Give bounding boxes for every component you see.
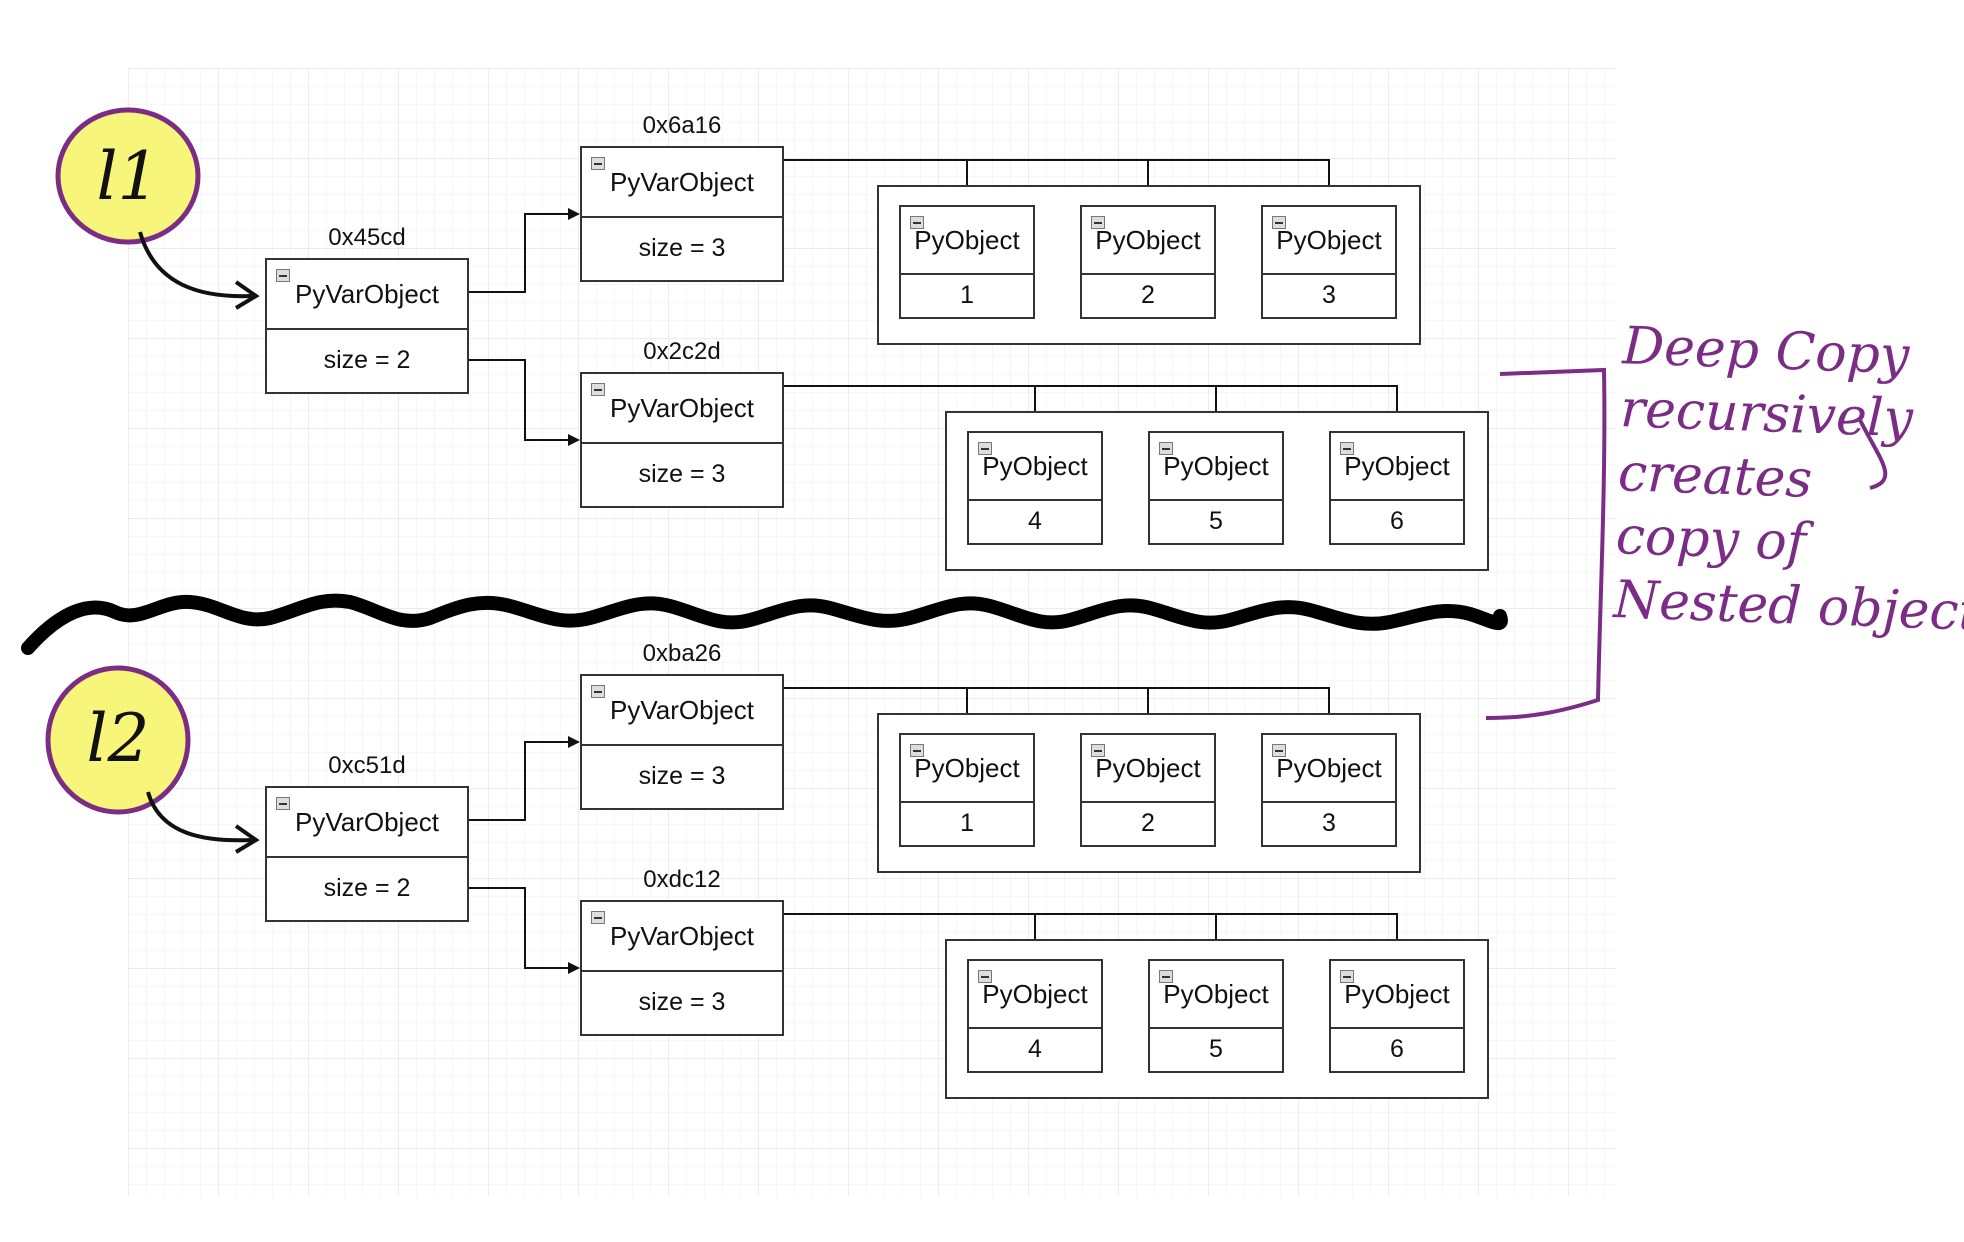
var-highlights	[45, 107, 201, 815]
inner-list-box: PyVarObject size = 3	[580, 900, 784, 1036]
annotation-bracket	[1485, 367, 1607, 720]
collapse-icon	[910, 744, 924, 757]
pyobject-box-value: 4	[1028, 1034, 1042, 1063]
address-label: 0x45cd	[328, 224, 406, 251]
collapse-icon	[1340, 442, 1354, 455]
collapse-icon	[1091, 744, 1105, 757]
pyobject-box-value: 6	[1390, 1034, 1404, 1063]
collapse-icon	[276, 269, 290, 282]
outer-list-box-value: size = 2	[323, 345, 411, 374]
collapse-icon	[591, 685, 605, 698]
collapse-icon	[910, 216, 924, 229]
pyobject-box-header: PyObject	[969, 433, 1101, 501]
pyobject-box: PyObject 6	[1329, 959, 1465, 1073]
pyobject-box-header: PyObject	[1082, 207, 1214, 275]
pyobject-box-value: 2	[1141, 808, 1155, 837]
pyobject-box-value: 6	[1390, 506, 1404, 535]
inner-list-box-value: size = 3	[638, 459, 726, 488]
highlight-l2	[45, 665, 191, 815]
collapse-icon	[276, 797, 290, 810]
connector-arrow	[469, 208, 580, 293]
outer-list-box: PyVarObject size = 2	[265, 258, 469, 394]
pyobject-box-header: PyObject	[969, 961, 1101, 1029]
pyobject-box-header: PyObject	[1150, 433, 1282, 501]
pyobject-box: PyObject 2	[1080, 205, 1216, 319]
collapse-icon	[1340, 970, 1354, 983]
pyobject-box-header: PyObject	[1331, 433, 1463, 501]
highlight-l1	[55, 107, 201, 245]
collapse-icon	[1272, 744, 1286, 757]
collapse-icon	[1091, 216, 1105, 229]
inner-list-box: PyVarObject size = 3	[580, 674, 784, 810]
address-label: 0xc51d	[328, 752, 406, 779]
inner-list-box-header: PyVarObject	[582, 676, 782, 746]
pyobject-box-value: 1	[960, 808, 974, 837]
pyobject-box-header: PyObject	[1331, 961, 1463, 1029]
pyobject-box-value: 5	[1209, 1034, 1223, 1063]
collapse-icon	[591, 157, 605, 170]
pyobject-box: PyObject 5	[1148, 959, 1284, 1073]
inner-list-box: PyVarObject size = 3	[580, 146, 784, 282]
pyobject-box: PyObject 3	[1261, 205, 1397, 319]
pyobject-box: PyObject 2	[1080, 733, 1216, 847]
inner-list-box-value: size = 3	[638, 987, 726, 1016]
collapse-icon	[1159, 970, 1173, 983]
outer-list-box-header: PyVarObject	[267, 260, 467, 330]
pyobject-box: PyObject 3	[1261, 733, 1397, 847]
outer-list-box-value: size = 2	[323, 873, 411, 902]
pyobject-box-header: PyObject	[901, 735, 1033, 803]
wavy-separator	[21, 593, 1508, 655]
annotation-flourish	[1858, 419, 1888, 490]
collapse-icon	[1272, 216, 1286, 229]
pyobject-box-header: PyObject	[1082, 735, 1214, 803]
pyobject-box: PyObject 5	[1148, 431, 1284, 545]
outer-list-box: PyVarObject size = 2	[265, 786, 469, 922]
collapse-icon	[591, 911, 605, 924]
pyobject-box-header: PyObject	[1263, 735, 1395, 803]
collapse-icon	[1159, 442, 1173, 455]
pyobject-box-value: 4	[1028, 506, 1042, 535]
arrow-l2-head	[234, 824, 260, 854]
address-label: 0xba26	[642, 640, 722, 667]
pyobject-box: PyObject 4	[967, 431, 1103, 545]
pyobject-box: PyObject 4	[967, 959, 1103, 1073]
collapse-icon	[591, 383, 605, 396]
connector-arrow	[469, 887, 580, 974]
pyobject-box: PyObject 1	[899, 733, 1035, 847]
pyobject-box-value: 3	[1322, 808, 1336, 837]
pyobject-box: PyObject 6	[1329, 431, 1465, 545]
annotation-note: Deep Copy recursively creates copy of Ne…	[1613, 315, 1964, 646]
inner-list-box-header: PyVarObject	[582, 374, 782, 444]
pyobject-box-value: 2	[1141, 280, 1155, 309]
outer-list-box-header: PyVarObject	[267, 788, 467, 858]
arrow-l1-head	[234, 280, 260, 310]
address-label: 0x6a16	[642, 112, 722, 139]
pyobject-box-header: PyObject	[1150, 961, 1282, 1029]
inner-list-box-header: PyVarObject	[582, 902, 782, 972]
variable-label-l2: l2	[86, 700, 150, 777]
address-label: 0x2c2d	[643, 338, 721, 365]
inner-list-box-value: size = 3	[638, 233, 726, 262]
inner-list-box-header: PyVarObject	[582, 148, 782, 218]
inner-list-box: PyVarObject size = 3	[580, 372, 784, 508]
pyobject-box-value: 3	[1322, 280, 1336, 309]
arrow-l1	[138, 231, 253, 299]
variable-label-l1: l1	[96, 138, 160, 215]
arrow-l2	[146, 791, 253, 843]
collapse-icon	[978, 442, 992, 455]
collapse-icon	[978, 970, 992, 983]
pyobject-box: PyObject 1	[899, 205, 1035, 319]
pyobject-box-value: 5	[1209, 506, 1223, 535]
inner-list-box-value: size = 3	[638, 761, 726, 790]
pyobject-box-header: PyObject	[1263, 207, 1395, 275]
connector-arrow	[469, 359, 580, 446]
connector-arrow	[469, 736, 580, 821]
pyobject-box-header: PyObject	[901, 207, 1033, 275]
address-label: 0xdc12	[643, 866, 721, 893]
pyobject-box-value: 1	[960, 280, 974, 309]
